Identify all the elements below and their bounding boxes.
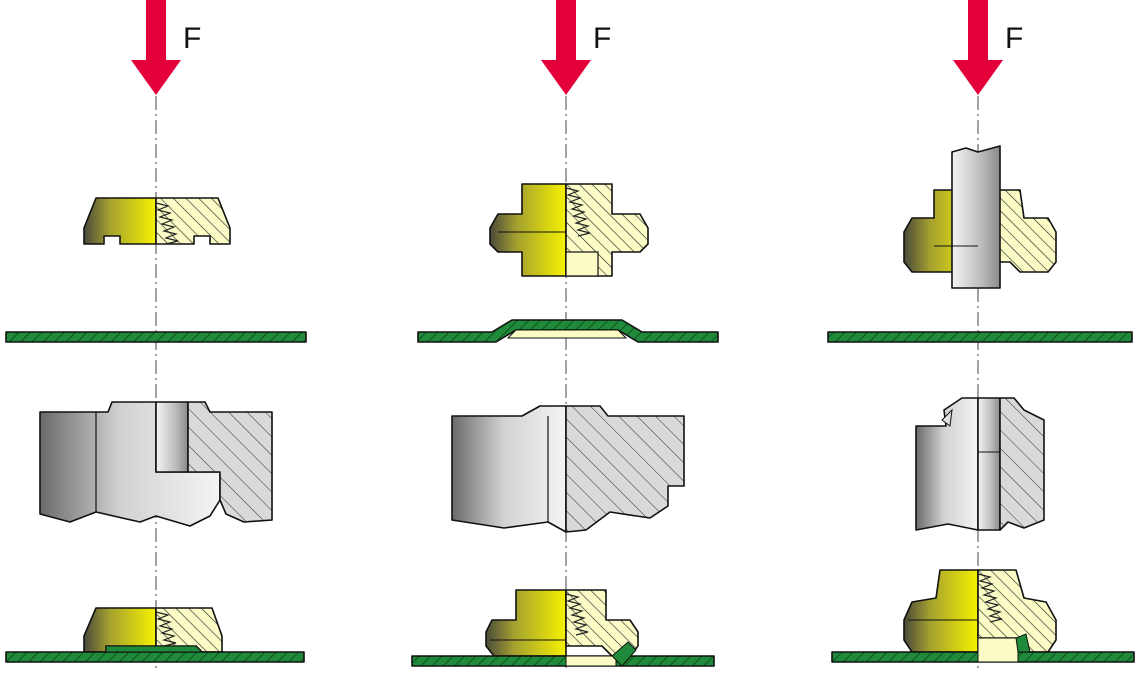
column-2: F: [411, 0, 719, 672]
press-tool: [39, 401, 273, 527]
press-tool: [915, 397, 1045, 531]
clinch-nut: [903, 145, 1057, 289]
clinch-nut: [489, 183, 649, 277]
sheet-metal-joined: [411, 655, 715, 667]
force-label: F: [183, 22, 201, 55]
press-tool: [451, 405, 685, 533]
insertion-pin: [951, 145, 1001, 289]
force-arrow: [131, 0, 181, 95]
sheet-metal: [417, 319, 719, 343]
sheet-metal: [827, 331, 1133, 343]
sheet-metal-joined: [5, 651, 305, 663]
column-1: F: [5, 0, 307, 672]
joined-nut: [831, 569, 1135, 663]
sheet-metal: [5, 331, 307, 343]
force-label: F: [593, 22, 611, 55]
joined-nut: [411, 589, 715, 667]
force-label: F: [1005, 22, 1023, 55]
joined-nut: [5, 607, 305, 663]
column-3: F: [827, 0, 1135, 672]
force-arrow: [541, 0, 591, 95]
clinch-nut: [83, 197, 231, 245]
force-arrow: [953, 0, 1003, 95]
